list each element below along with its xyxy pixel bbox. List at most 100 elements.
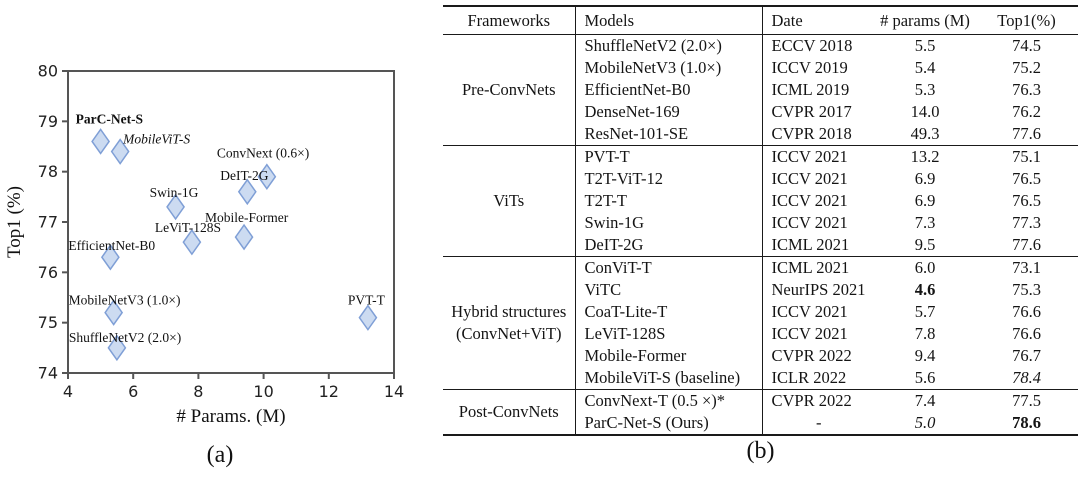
- cell-date: CVPR 2022: [771, 346, 852, 365]
- y-tick-label: 75: [38, 313, 58, 332]
- x-tick-label: 12: [319, 382, 339, 401]
- cell-params: 6.9: [914, 191, 936, 210]
- cell-model: EfficientNet-B0: [575, 79, 763, 101]
- cell-date: ICCV 2021: [762, 145, 875, 168]
- cell-model: CoaT-Lite-T: [575, 301, 763, 323]
- cell-top1: 76.2: [1012, 102, 1041, 121]
- cell-params: 5.7: [914, 302, 936, 321]
- cell-model: T2T-T: [575, 190, 763, 212]
- cell-params: 6.0: [875, 256, 975, 279]
- cell-date: ICML 2019: [771, 80, 850, 99]
- y-tick-label: 78: [38, 162, 58, 181]
- table-row: DenseNet-169 CVPR 2017 14.0 76.2: [443, 101, 1078, 123]
- cell-model: MobileViT-S (baseline): [575, 367, 763, 390]
- cell-top1: 74.5: [1012, 36, 1041, 55]
- cell-date: -: [816, 413, 822, 432]
- table-row: T2T-T ICCV 2021 6.9 76.5: [443, 190, 1078, 212]
- cell-top1: 78.6: [1012, 413, 1041, 432]
- table-row: MobileViT-S (baseline) ICLR 2022 5.6 78.4: [443, 367, 1078, 390]
- cell-params: 5.6: [914, 368, 936, 387]
- cell-date: ICCV 2021: [771, 324, 848, 343]
- cell-model: T2T-ViT-12: [575, 168, 763, 190]
- caption-a: (a): [206, 442, 234, 468]
- cell-params: 5.4: [914, 58, 936, 77]
- cell-params: 13.2: [875, 145, 975, 168]
- cell-top1: 76.3: [1012, 80, 1041, 99]
- cell-date: CVPR 2018: [771, 124, 852, 143]
- diamond-marker: [182, 228, 202, 256]
- cell-model: LeViT-128S: [575, 323, 763, 345]
- cell-top1: 76.6: [1012, 324, 1041, 343]
- cell-params: 14.0: [910, 102, 940, 121]
- diamond-marker: [91, 128, 111, 155]
- cell-params: 5.5: [914, 36, 936, 55]
- point-label: ParC-Net-S: [76, 111, 143, 126]
- cell-params: 9.5: [914, 235, 936, 254]
- diamond-marker: [237, 178, 257, 206]
- cell-model: ConViT-T: [575, 256, 763, 279]
- cell-params: 7.3: [914, 213, 936, 232]
- diamond-marker: [166, 193, 185, 221]
- cell-top1: 76.5: [1012, 191, 1041, 210]
- x-axis-label: # Params. (M): [176, 406, 285, 427]
- framework-cell: Post-ConvNets: [443, 389, 576, 435]
- cell-top1: 77.3: [1012, 213, 1041, 232]
- cell-model: Swin-1G: [575, 212, 763, 234]
- cell-top1: 77.5: [975, 389, 1078, 412]
- point-label: ShuffleNetV2 (2.0×): [69, 330, 181, 345]
- cell-date: ICCV 2021: [771, 213, 848, 232]
- cell-top1: 77.6: [1012, 235, 1041, 254]
- y-tick-label: 80: [38, 62, 58, 81]
- cell-date: ICCV 2021: [771, 191, 848, 210]
- cell-top1: 75.2: [1012, 58, 1041, 77]
- y-tick-label: 74: [38, 364, 58, 383]
- y-tick-label: 77: [38, 213, 58, 232]
- col-header: Frameworks: [443, 6, 576, 35]
- diamond-marker: [107, 334, 127, 362]
- cell-params: 4.6: [914, 280, 936, 299]
- point-label: Swin-1G: [150, 185, 199, 200]
- cell-top1: 76.5: [1012, 169, 1041, 188]
- framework-cell: Pre-ConvNets: [443, 34, 576, 146]
- cell-model: MobileNetV3 (1.0×): [575, 57, 763, 79]
- cell-top1: 77.6: [1012, 124, 1041, 143]
- cell-params: 7.4: [875, 389, 975, 412]
- diamond-marker: [358, 304, 378, 331]
- cell-date: ICLR 2022: [771, 368, 847, 387]
- cell-model: DenseNet-169: [575, 101, 763, 123]
- diamond-marker: [257, 163, 277, 190]
- cell-params: 6.9: [914, 169, 936, 188]
- point-label: MobileNetV3 (1.0×): [69, 293, 181, 308]
- diamond-marker: [110, 138, 130, 165]
- point-label: Mobile-Former: [205, 210, 289, 225]
- cell-date: CVPR 2017: [771, 102, 852, 121]
- cell-date: ICCV 2021: [771, 302, 848, 321]
- x-tick-label: 6: [128, 382, 138, 401]
- cell-top1: 78.4: [1012, 368, 1041, 387]
- diamond-marker: [104, 299, 124, 326]
- framework-label: Post-ConvNets: [458, 402, 559, 421]
- cell-params: 5.0: [914, 413, 936, 432]
- cell-model: Mobile-Former: [575, 345, 763, 367]
- framework-label: Hybrid structures: [451, 302, 567, 321]
- y-tick-label: 76: [38, 263, 58, 282]
- x-tick-label: 14: [384, 382, 404, 401]
- point-label: MobileViT-S: [122, 132, 190, 147]
